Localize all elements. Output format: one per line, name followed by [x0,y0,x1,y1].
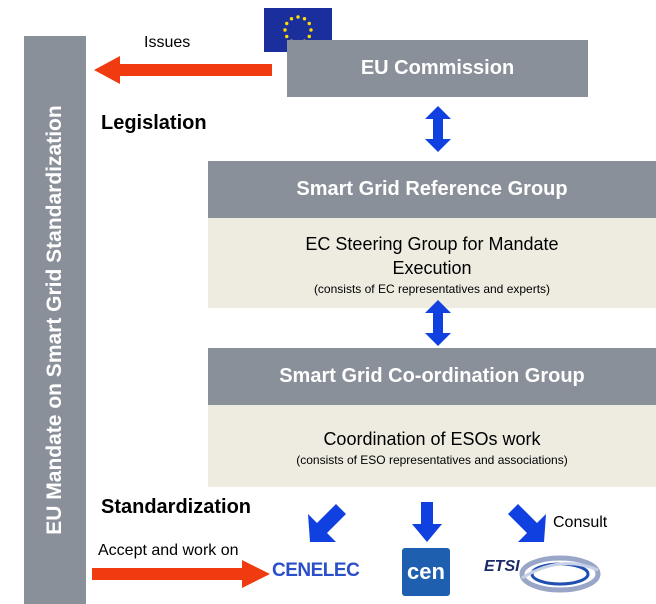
arrow-to-cen [412,502,442,542]
sidebar-title: EU Mandate on Smart Grid Standardization [43,105,66,535]
reference-group-title: Smart Grid Reference Group [296,178,568,200]
etsi-swoosh-icon [519,555,601,593]
reference-group-note: (consists of EC representatives and expe… [313,282,551,296]
eu-star-icon [285,21,289,26]
coordination-group-body-text: Coordination of ESOs work [323,429,541,449]
consult-label: Consult [553,514,608,531]
standardization-label: Standardization [101,496,252,518]
accept-arrow [92,560,270,588]
eu-star-icon [283,28,287,32]
coordination-group-note: (consists of ESO representatives and ass… [296,453,568,467]
sidebar-banner: EU Mandate on Smart Grid Standardization [24,36,86,604]
etsi-logo-text: ETSI [484,558,520,575]
etsi-logo: ETSI [482,548,602,596]
eu-commission-label: EU Commission [360,57,515,79]
eu-star-icon [307,34,311,39]
arrow-to-cenelec [308,504,346,542]
arrow-to-etsi [508,504,546,542]
coordination-group-body: Coordination of ESOs work (consists of E… [208,405,656,487]
issues-arrow [94,56,272,84]
eu-star-icon [307,21,311,26]
cen-logo: cen [402,548,450,596]
reference-group-body-line1: EC Steering Group for Mandate [305,234,559,254]
eu-star-icon [302,17,307,21]
eu-star-icon [285,34,289,39]
cenelec-logo: CENELEC [272,560,360,581]
legislation-label: Legislation [101,112,207,134]
coordination-group-title: Smart Grid Co-ordination Group [279,365,585,387]
eu-star-icon [289,17,294,21]
reference-group-body-line2: Execution [392,258,472,278]
issues-label: Issues [144,34,191,51]
eu-star-icon [296,15,300,19]
reference-group-body: EC Steering Group for Mandate Execution … [208,218,656,308]
accept-label: Accept and work on [98,542,239,559]
double-arrow-commission-reference [425,106,451,152]
coordination-group-header: Smart Grid Co-ordination Group [208,348,656,405]
double-arrow-reference-coordination [425,300,451,346]
reference-group-header: Smart Grid Reference Group [208,161,656,218]
cen-logo-text: cen [407,559,445,584]
eu-commission-box: EU Commission [287,40,588,97]
eu-star-icon [309,28,313,32]
